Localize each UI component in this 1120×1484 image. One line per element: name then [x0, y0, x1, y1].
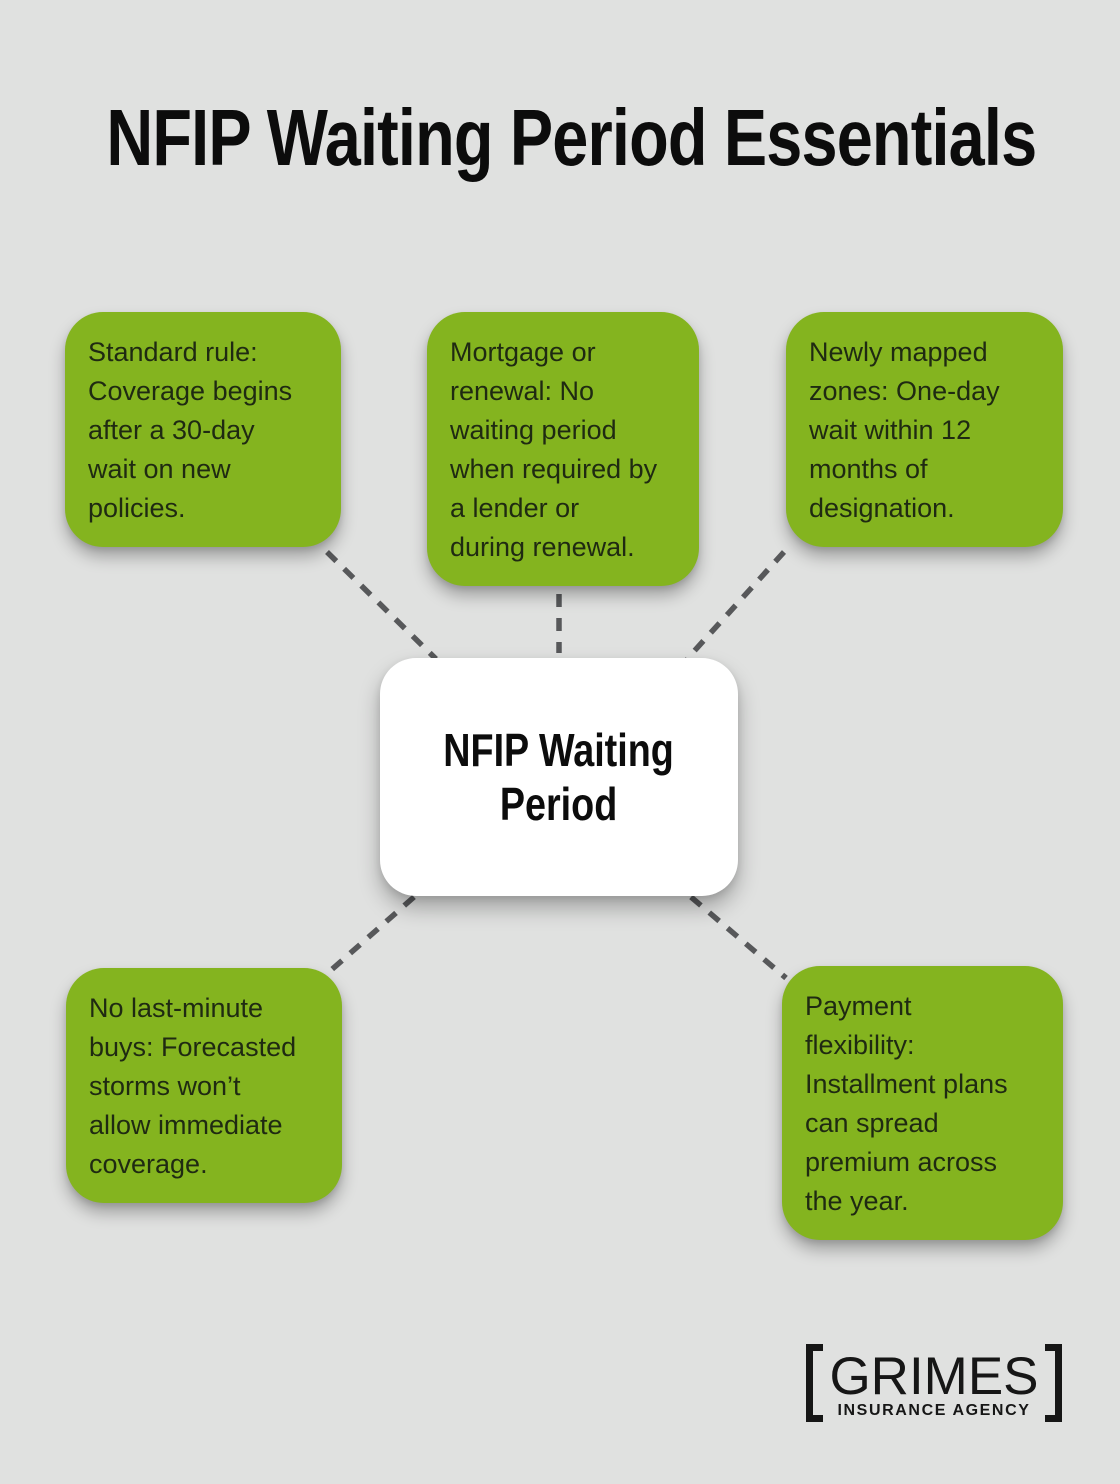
info-box-text: No last-minute buys: Forecasted storms w…	[89, 993, 297, 1179]
connector-no-last-minute-buys	[327, 894, 416, 975]
left-bracket-icon	[806, 1344, 823, 1422]
center-node-nfip-waiting-period: NFIP Waiting Period	[380, 658, 738, 896]
info-box-text: Standard rule: Coverage begins after a 3…	[88, 337, 293, 523]
grimes-logo: GRIMES INSURANCE AGENCY	[806, 1344, 1062, 1422]
connector-newly-mapped-zones	[684, 550, 787, 661]
info-box-standard-rule: Standard rule: Coverage begins after a 3…	[65, 312, 341, 547]
info-box-newly-mapped-zones: Newly mapped zones: One-day wait within …	[786, 312, 1063, 547]
info-box-text: Newly mapped zones: One-day wait within …	[809, 337, 1000, 523]
right-bracket-icon	[1045, 1344, 1062, 1422]
info-box-payment-flexibility: Payment flexibility: Installment plans c…	[782, 966, 1063, 1240]
info-box-mortgage-renewal: Mortgage or renewal: No waiting period w…	[427, 312, 699, 586]
logo-name: GRIMES	[829, 1347, 1039, 1406]
connector-standard-rule	[325, 550, 438, 661]
info-box-text: Mortgage or renewal: No waiting period w…	[450, 337, 658, 562]
info-box-no-last-minute-buys: No last-minute buys: Forecasted storms w…	[66, 968, 342, 1203]
center-node-label: NFIP Waiting Period	[443, 724, 675, 830]
connector-payment-flexibility	[689, 894, 788, 981]
logo-subtitle: INSURANCE AGENCY	[837, 1402, 1031, 1419]
page-title: NFIP Waiting Period Essentials	[106, 93, 1037, 182]
info-box-text: Payment flexibility: Installment plans c…	[805, 991, 1008, 1216]
